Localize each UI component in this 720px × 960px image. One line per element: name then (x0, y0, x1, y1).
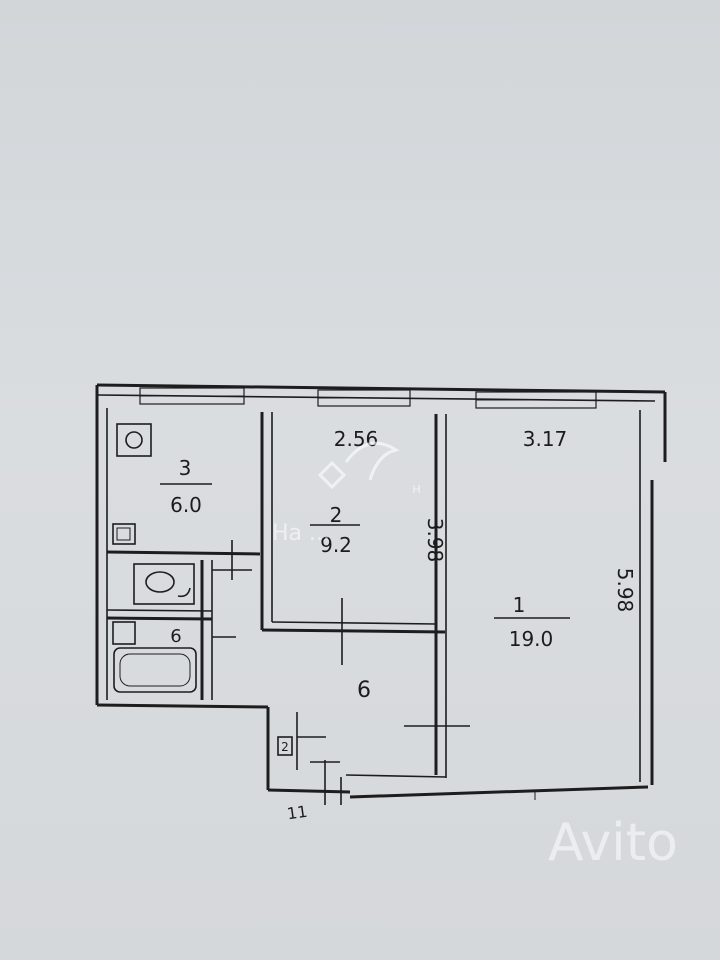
door-marks (212, 540, 536, 805)
room-1-length: 5.98 (613, 568, 637, 613)
storage-closet: 2 (277, 736, 293, 756)
room-2-length: 3.98 (423, 518, 447, 563)
watermark-brand-small: н (412, 481, 421, 497)
outer-walls (95, 383, 667, 799)
room-3-number: 3 (179, 456, 192, 480)
room-2-label: 2.56 2 9.2 3.98 (310, 427, 447, 562)
watermark-logo-icon (317, 441, 400, 490)
room-1-width: 3.17 (523, 427, 568, 451)
watermark: н На ... Avito (272, 441, 678, 873)
room-2-width: 2.56 (334, 427, 379, 451)
toilet-icon (133, 563, 195, 605)
entrance-label: 11 (286, 802, 309, 824)
room-1-label: 3.17 1 19.0 5.98 (494, 427, 637, 651)
room-3-area: 6.0 (170, 493, 202, 517)
window-room-2 (317, 389, 411, 407)
watermark-corner-text: Avito (548, 813, 678, 873)
kitchen-sink-icon (112, 523, 136, 545)
storage-label: 2 (281, 740, 289, 754)
bathroom-label: 6 (170, 626, 181, 647)
bathtub-icon (113, 647, 197, 693)
room-3-label: 3 6.0 (160, 456, 212, 517)
hall-label: 6 (357, 678, 371, 703)
washbasin-icon (112, 621, 136, 645)
interior-walls (106, 412, 447, 778)
room-1-number: 1 (513, 593, 526, 617)
stove-icon (116, 423, 152, 457)
room-1-area: 19.0 (509, 627, 554, 651)
room-2-number: 2 (330, 503, 343, 527)
room-2-area: 9.2 (320, 533, 352, 557)
window-room-3 (139, 387, 245, 405)
window-room-1 (475, 391, 597, 409)
watermark-brand-text: На ... (272, 521, 330, 546)
